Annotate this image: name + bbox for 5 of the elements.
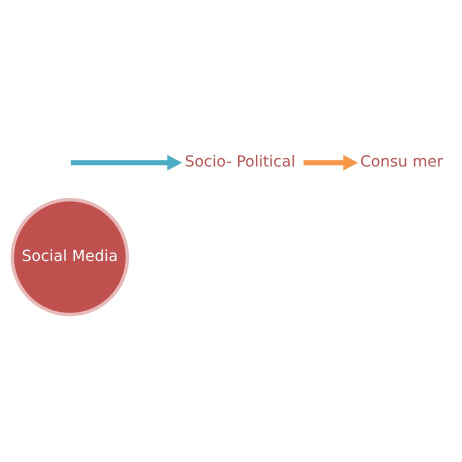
node-text: Consu mer bbox=[360, 152, 443, 170]
arrow bbox=[70, 154, 182, 171]
arrow bbox=[303, 154, 358, 171]
node-circle: Social Media bbox=[10, 198, 129, 316]
node-text: Socio- Political bbox=[184, 152, 295, 170]
